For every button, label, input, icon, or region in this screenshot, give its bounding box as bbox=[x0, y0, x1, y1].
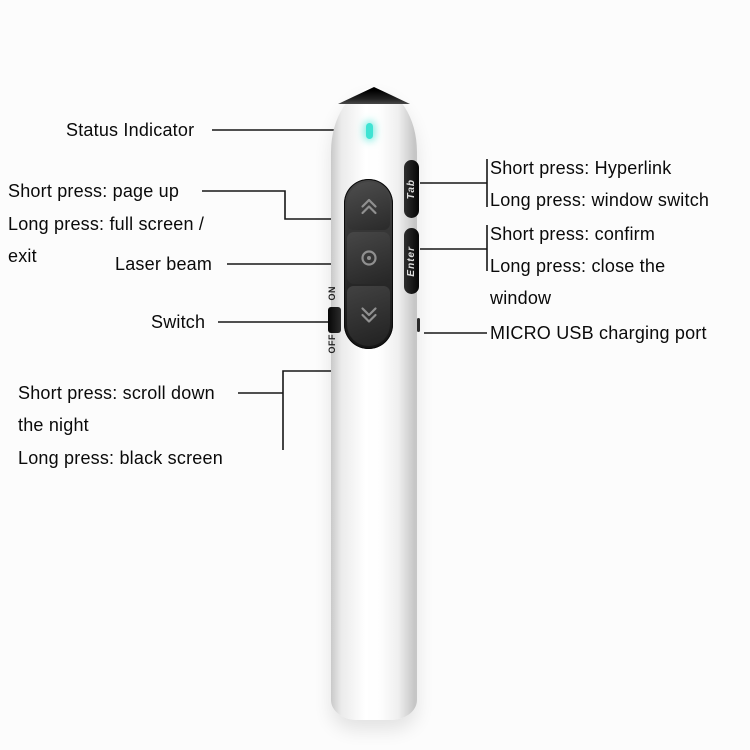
chevron-double-down-icon bbox=[360, 307, 377, 323]
page-down-button bbox=[347, 286, 390, 346]
switch-on-label: ON bbox=[327, 286, 337, 301]
tab-label-line1: Short press: Hyperlink bbox=[490, 158, 672, 178]
tab-side-button: Tab bbox=[404, 160, 419, 218]
enter-label-line1: Short press: confirm bbox=[490, 224, 656, 244]
page-up-label-line2: Long press: full screen / bbox=[8, 214, 205, 234]
enter-callout-line bbox=[420, 225, 488, 271]
enter-side-button: Enter bbox=[404, 228, 419, 294]
laser-button bbox=[347, 232, 390, 284]
device-button-panel bbox=[344, 179, 393, 349]
tab-callout-line bbox=[420, 159, 488, 207]
status-indicator-label: Status Indicator bbox=[66, 120, 195, 140]
usb-label: MICRO USB charging port bbox=[490, 323, 707, 343]
page-up-callout-line bbox=[202, 190, 347, 220]
status-led bbox=[366, 123, 373, 139]
scroll-down-label-line3: Long press: black screen bbox=[18, 448, 223, 468]
micro-usb-port bbox=[417, 318, 420, 332]
enter-label-line2: Long press: close the bbox=[490, 256, 666, 276]
power-switch-knob bbox=[328, 307, 341, 333]
tab-label-line2: Long press: window switch bbox=[490, 190, 710, 210]
scroll-down-label-line1: Short press: scroll down bbox=[18, 383, 215, 403]
page-up-label-line3: exit bbox=[8, 246, 37, 266]
page-up-button bbox=[347, 182, 390, 230]
switch-label: Switch bbox=[151, 312, 206, 332]
tab-button-label: Tab bbox=[406, 178, 417, 200]
enter-label-line3: window bbox=[490, 288, 552, 308]
switch-off-label: OFF bbox=[327, 334, 337, 354]
enter-button-label: Enter bbox=[406, 245, 417, 277]
laser-icon bbox=[360, 250, 377, 266]
scroll-down-label-line2: the night bbox=[18, 415, 89, 435]
laser-beam-label: Laser beam bbox=[115, 254, 213, 274]
page-up-label-line1: Short press: page up bbox=[8, 181, 180, 201]
chevron-double-up-icon bbox=[360, 198, 377, 215]
